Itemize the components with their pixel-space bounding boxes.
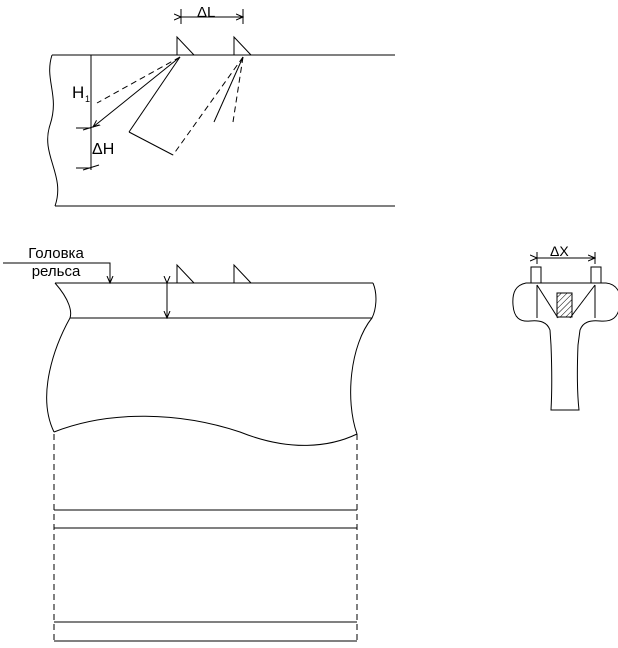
break-line-left: [47, 54, 59, 207]
rail-head-label-line1: Головка: [28, 245, 84, 262]
probe-2: [233, 35, 252, 56]
rail-probe-2: [233, 263, 252, 284]
rail-profile: [512, 282, 618, 411]
top-specimen: [47, 54, 395, 207]
beam-solid-2: [213, 56, 244, 123]
beam-dashed-2: [172, 56, 244, 156]
probe-1: [176, 35, 195, 56]
cross-beam-2: [569, 284, 596, 319]
depth-dimension: H 1 ΔH: [72, 55, 114, 171]
delta-l-label: ΔL: [197, 4, 215, 21]
delta-h-label: ΔH: [92, 141, 114, 158]
beam-dashed-3: [232, 56, 244, 123]
rail-section: [46, 263, 377, 446]
rail-head-leader: [3, 262, 110, 283]
rail-cross-section: ΔX: [512, 243, 618, 411]
top-probes: [176, 35, 252, 56]
rail-break-left: [46, 282, 72, 433]
beams: [93, 56, 244, 156]
cross-probe-left: [530, 266, 542, 284]
beam-dashed-1: [96, 56, 181, 104]
cross-beam-1: [536, 284, 559, 319]
h1-label: H: [72, 83, 84, 102]
rail-break-right: [350, 282, 377, 435]
h1-subscript: 1: [85, 94, 90, 104]
delta-x-label: ΔX: [550, 243, 569, 259]
beam-solid-down: [128, 56, 181, 133]
rail-lower-part: [53, 434, 358, 643]
delta-l-dimension: ΔL: [181, 4, 243, 24]
rail-head-label: Головка рельса: [3, 245, 110, 283]
defect-zone: [556, 292, 573, 318]
rail-break-bottom: [53, 415, 358, 446]
rail-probe-1: [176, 263, 195, 284]
rail-head-label-line2: рельса: [32, 263, 81, 280]
cross-probe-right: [590, 266, 602, 284]
beam-reflected-arrow: [93, 56, 181, 127]
beam-bottom-segment: [128, 131, 174, 156]
